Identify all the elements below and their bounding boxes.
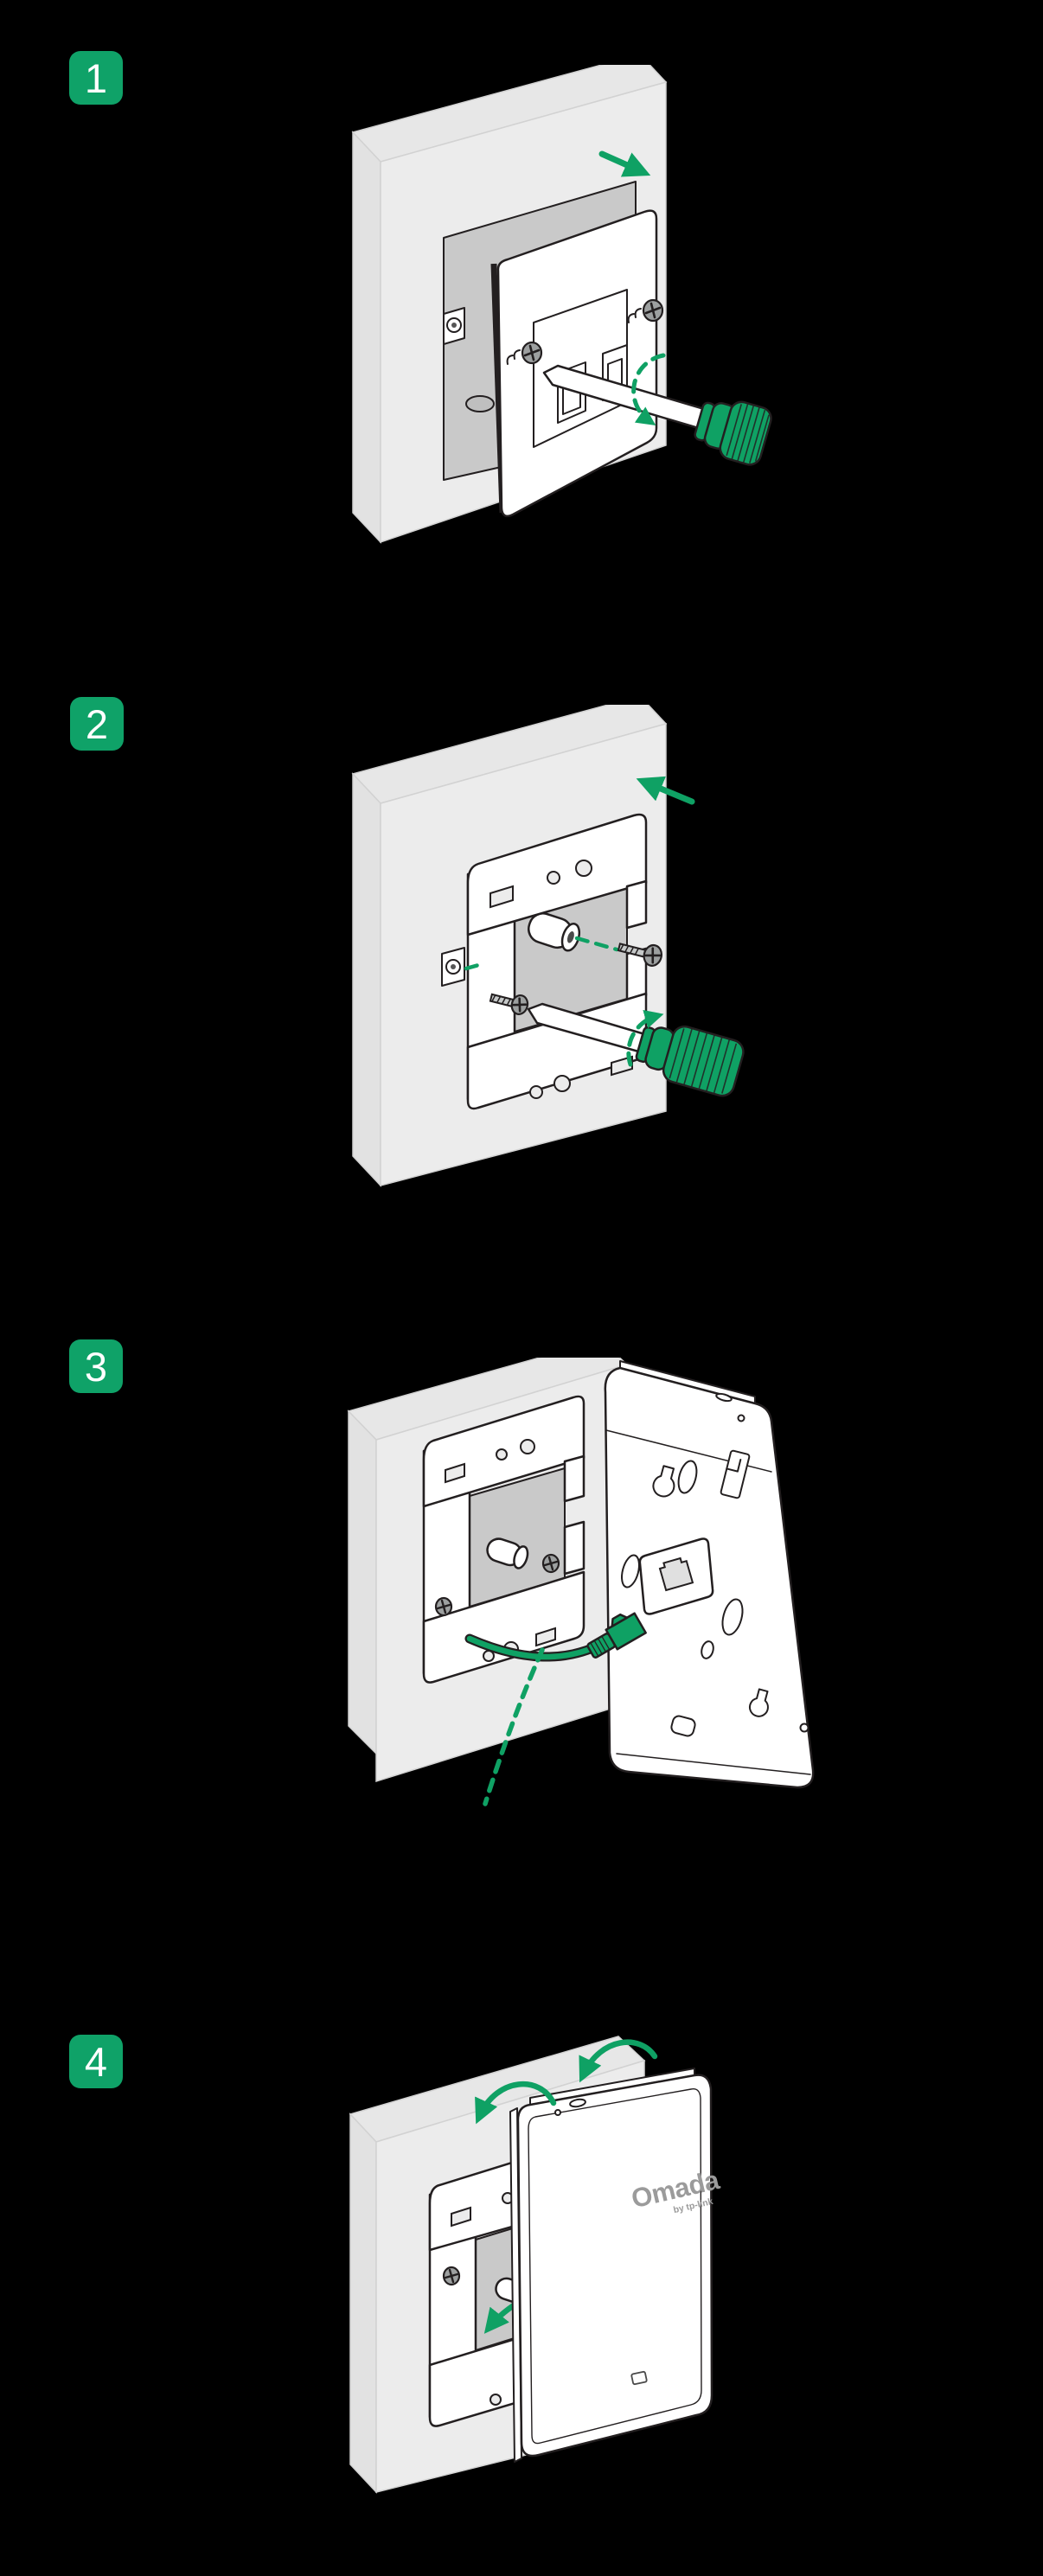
step-4-section: 4 <box>0 1933 1043 2576</box>
screwdriver-icon <box>527 1002 745 1097</box>
mounting-post <box>486 1537 529 1569</box>
handle-ribs <box>669 1028 738 1094</box>
step-1-badge: 1 <box>69 51 123 105</box>
screw-icon <box>541 1553 560 1574</box>
rj45-port <box>658 1556 694 1592</box>
screw-hole <box>799 1723 809 1733</box>
led-hole <box>737 1414 745 1422</box>
step-4-illustration: Omada by tp-link <box>349 2036 723 2494</box>
screw-guide-dash-right <box>574 936 619 952</box>
reset-slot <box>715 1392 733 1403</box>
junction-box <box>469 1467 566 1608</box>
screw-right <box>627 298 664 323</box>
pull-off-arrow-icon <box>598 150 651 177</box>
step-3-illustration <box>347 1358 815 1806</box>
access-point-back <box>604 1360 815 1789</box>
lock-clip <box>720 1449 751 1499</box>
screw-icon <box>434 1596 453 1617</box>
bracket-right-upper <box>625 879 648 930</box>
handle-ribs <box>726 404 770 463</box>
mounting-bracket <box>422 1395 585 1684</box>
hook-arrow-icon-left <box>475 2081 557 2125</box>
keyhole-slot <box>748 1688 769 1717</box>
screwdriver-icon <box>542 364 772 466</box>
rotate-ccw-arrow-icon <box>631 353 666 425</box>
rotate-cw-arrow-icon <box>626 1009 664 1067</box>
step-2-section: 2 <box>0 644 1043 1288</box>
screw-left <box>506 341 543 365</box>
step-1-illustration <box>351 65 772 544</box>
box-cable-hole <box>465 395 495 412</box>
step-2-illustration <box>351 705 745 1187</box>
screw-icon <box>489 993 529 1015</box>
oval-slot <box>721 1598 744 1636</box>
bracket-right-upper <box>563 1454 585 1503</box>
step-3-section: 3 <box>0 1288 1043 1933</box>
ap-side-face <box>509 2107 522 2463</box>
step-1-number: 1 <box>84 54 108 101</box>
faceplate <box>490 209 658 518</box>
led-dot <box>554 2109 561 2116</box>
bottom-slot <box>670 1715 696 1737</box>
hook-arrow-icon-right <box>579 2039 658 2083</box>
oval-slot <box>621 1554 640 1588</box>
mounting-bracket <box>466 813 648 1110</box>
step-3-badge: 3 <box>69 1339 123 1393</box>
step-3-number: 3 <box>84 1343 108 1390</box>
bracket-bottom-band <box>422 1570 585 1684</box>
cable-slack-dashed-path <box>483 1647 545 1806</box>
access-point-front: Omada by tp-link <box>509 2068 723 2463</box>
mounting-post <box>528 912 581 952</box>
oval-slot <box>677 1460 698 1494</box>
reset-slot <box>569 2098 586 2108</box>
screw-icon <box>442 2266 461 2286</box>
step-2-number: 2 <box>85 700 109 747</box>
step-4-badge: 4 <box>69 2035 123 2088</box>
step-4-number: 4 <box>84 2038 108 2085</box>
screw-guide-dash-left <box>464 962 484 971</box>
keyhole-slot <box>652 1465 675 1498</box>
led-window-icon <box>630 2370 648 2386</box>
rj45-plug-icon <box>586 1612 647 1659</box>
step-1-section: 1 <box>0 0 1043 644</box>
screw-icon <box>617 943 662 967</box>
push-on-arrow-icon <box>636 776 695 805</box>
step-2-badge: 2 <box>70 697 124 751</box>
oval-slot <box>701 1640 714 1659</box>
bracket-right-lower <box>563 1520 585 1576</box>
